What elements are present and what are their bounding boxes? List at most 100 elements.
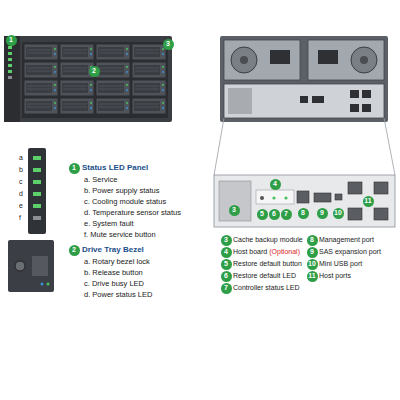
callout-disc xyxy=(221,259,232,270)
drive-tray-thumbnail xyxy=(8,240,54,292)
callout-number: 1 xyxy=(72,164,76,172)
callout-disc xyxy=(221,247,232,258)
callout-disc xyxy=(69,245,80,256)
callout-disc xyxy=(163,39,174,50)
item-text: a. Service xyxy=(84,175,117,185)
optional-note: (Optional) xyxy=(269,247,300,257)
callout-circle: 3 xyxy=(229,205,240,216)
section-heading: Status LED Panel xyxy=(82,163,148,173)
item-text: a. Rotary bezel lock xyxy=(84,257,150,267)
callout-circle: 1 xyxy=(6,35,17,46)
callout-disc xyxy=(270,179,281,190)
callout-circle: 2 xyxy=(69,245,80,256)
callout-number: 5 xyxy=(260,210,264,218)
callout-circle: 6 xyxy=(221,271,232,282)
callout-disc xyxy=(298,208,309,219)
section-heading: Drive Tray Bezel xyxy=(82,245,144,255)
callout-disc xyxy=(281,209,292,220)
callout-circle: 6 xyxy=(269,209,280,220)
led-letter: c xyxy=(19,177,23,187)
item-text: e. System fault xyxy=(84,219,134,229)
callout-number: 6 xyxy=(272,210,276,218)
callout-disc xyxy=(307,247,318,258)
callout-circle: 9 xyxy=(307,247,318,258)
callout-disc xyxy=(257,209,268,220)
callout-number: 8 xyxy=(301,209,305,217)
part-name: Host ports xyxy=(319,271,351,281)
part-name: Cache backup module xyxy=(233,235,303,245)
callout-circle: 2 xyxy=(89,66,100,77)
callout-number: 11 xyxy=(364,197,371,205)
callout-disc xyxy=(269,209,280,220)
item-text: c. Drive busy LED xyxy=(84,279,144,289)
callout-circle: 1 xyxy=(69,163,80,174)
item-text: c. Cooling module status xyxy=(84,197,166,207)
callout-circle: 3 xyxy=(163,39,174,50)
led-letter: d xyxy=(19,189,23,199)
callout-number: 3 xyxy=(232,206,236,214)
callout-circle: 5 xyxy=(257,209,268,220)
part-name: Mini USB port xyxy=(319,259,362,269)
callout-circle: 8 xyxy=(307,235,318,246)
callout-circle: 8 xyxy=(298,208,309,219)
item-text: d. Temperature sensor status xyxy=(84,208,181,218)
callout-disc xyxy=(307,235,318,246)
rear-view xyxy=(220,36,388,122)
callout-circle: 7 xyxy=(221,283,232,294)
item-text: d. Power status LED xyxy=(84,290,152,300)
part-name: Restore default LED xyxy=(233,271,296,281)
led-panel-thumbnail xyxy=(28,148,46,234)
callout-number: 7 xyxy=(224,284,228,292)
callout-circle: 10 xyxy=(333,208,344,219)
callout-disc xyxy=(229,205,240,216)
callout-number: 10 xyxy=(334,209,342,217)
callout-circle: 9 xyxy=(317,208,328,219)
callout-disc xyxy=(221,283,232,294)
callout-number: 3 xyxy=(224,236,228,244)
led-letter: f xyxy=(19,213,21,223)
callout-disc xyxy=(6,35,17,46)
front-view xyxy=(4,36,172,122)
callout-number: 2 xyxy=(72,246,76,254)
callout-number: 9 xyxy=(310,248,314,256)
part-name: Management port xyxy=(319,235,374,245)
callout-number: 5 xyxy=(224,260,228,268)
led-letter: b xyxy=(19,165,23,175)
part-name: Restore default button xyxy=(233,259,302,269)
controller-zoom xyxy=(214,175,395,227)
part-name: Host board xyxy=(233,247,267,257)
callout-circle: 10 xyxy=(307,259,318,270)
callout-number: 10 xyxy=(308,260,316,268)
callout-circle: 4 xyxy=(221,247,232,258)
part-name: SAS expansion port xyxy=(319,247,381,257)
callout-circle: 3 xyxy=(221,235,232,246)
callout-number: 9 xyxy=(320,209,324,217)
callout-number: 4 xyxy=(224,248,228,256)
item-text: f. Mute service button xyxy=(84,230,156,240)
item-text: b. Release button xyxy=(84,268,143,278)
callout-disc xyxy=(307,271,318,282)
callout-number: 2 xyxy=(92,67,96,75)
callout-number: 11 xyxy=(308,272,315,280)
callout-number: 3 xyxy=(166,40,170,48)
callout-disc xyxy=(307,259,318,270)
callout-number: 6 xyxy=(224,272,228,280)
item-text: b. Power supply status xyxy=(84,186,159,196)
callout-disc xyxy=(333,208,344,219)
callout-number: 8 xyxy=(310,236,314,244)
led-letter: a xyxy=(19,153,23,163)
callout-number: 7 xyxy=(284,210,288,218)
callout-circle: 4 xyxy=(270,179,281,190)
callout-circle: 7 xyxy=(281,209,292,220)
callout-circle: 5 xyxy=(221,259,232,270)
callout-number: 4 xyxy=(273,180,277,188)
part-name: Controller status LED xyxy=(233,283,300,293)
callout-disc xyxy=(69,163,80,174)
callout-disc xyxy=(89,66,100,77)
callout-circle: 11 xyxy=(363,196,374,207)
callout-number: 1 xyxy=(9,36,13,44)
callout-disc xyxy=(221,235,232,246)
callout-disc xyxy=(317,208,328,219)
